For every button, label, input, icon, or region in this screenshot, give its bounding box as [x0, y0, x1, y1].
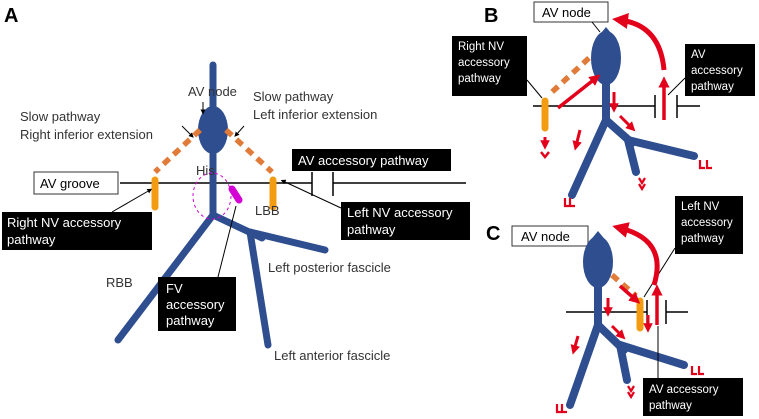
av-accessory-label: AV accessory pathway [298, 153, 429, 168]
b-right-nv-label-3: pathway [458, 73, 501, 85]
b-chevron [540, 151, 550, 160]
right-nv-label-1: Right NV accessory [7, 215, 122, 230]
c-av-accessory-box [643, 378, 743, 416]
fv-box [158, 277, 236, 331]
b-av-node-label: AV node [542, 5, 591, 20]
slow-pathway-right-label-2: Right inferior extension [20, 127, 153, 142]
c-chevron [690, 366, 704, 376]
slow-pathway-right [153, 127, 202, 175]
b-av-accessory-label-3: pathway [691, 81, 734, 93]
slow-right-leader [181, 125, 194, 138]
panel-letter-a: A [4, 5, 18, 27]
c-av-accessory-label-2: pathway [649, 400, 692, 412]
conduction-system-c [566, 231, 688, 409]
panel-letter-b: B [484, 5, 498, 27]
c-activation-arrows [555, 222, 704, 414]
b-rbb [568, 116, 610, 199]
b-av-node-tip [597, 27, 615, 38]
left-nv-box [341, 202, 470, 240]
b-av-accessory-label-1: AV [691, 49, 706, 61]
his-region-circle [192, 172, 232, 220]
left-nv-leader [280, 179, 342, 209]
av-groove-label: AV groove [40, 176, 100, 191]
c-rbb [566, 321, 602, 409]
b-right-nv-label-2: accessory [458, 57, 510, 69]
slow-pathway-right-label-1: Slow pathway [20, 109, 101, 124]
c-curved-arrow [612, 222, 660, 286]
b-left-anterior [624, 136, 640, 176]
slow-pathway-left [224, 127, 274, 175]
b-chevron [563, 198, 575, 208]
c-av-node-shape [583, 236, 613, 288]
av-accessory-box [292, 149, 451, 171]
c-av-node-box [511, 225, 589, 247]
b-av-node-box [533, 1, 609, 23]
c-left-nv-label-2: accessory [681, 217, 733, 229]
av-node-shape [198, 106, 228, 154]
c-av-node-label: AV node [521, 229, 570, 244]
his-label: His [196, 163, 215, 178]
fv-label-1: FV [166, 281, 183, 296]
c-arrow-slow [618, 284, 641, 304]
slow-pathway-left-label-1: Slow pathway [253, 89, 334, 104]
b-av-node-leader [591, 21, 601, 33]
b-right-nv-label-1: Right NV [458, 41, 504, 53]
c-left-nv-box [675, 196, 743, 254]
lbb-label: LBB [255, 203, 280, 218]
b-arrow-rbb [572, 129, 582, 151]
b-arrow-lbb [618, 114, 636, 132]
panel-c: C AV node Left NV accessory pathway AV a… [486, 196, 743, 416]
panel-a: A AV node Slow pathway Right inferior [2, 5, 470, 363]
fv-leader [217, 205, 237, 278]
c-slow-pathway [610, 272, 638, 299]
b-chevron [638, 177, 646, 192]
fv-label-3: pathway [166, 313, 215, 328]
b-activation-arrows [540, 13, 712, 208]
c-arrow-rbb [570, 335, 580, 355]
left-nv-label-1: Left NV accessory [347, 205, 453, 220]
left-nv-label-2: pathway [347, 222, 396, 237]
slow-pathway-left-label-2: Left inferior extension [253, 107, 377, 122]
b-av-accessory-leader [667, 77, 686, 96]
panel-b: B AV node Right NV accessory pathway AV … [452, 1, 755, 208]
c-left-nv-label-1: Left NV [681, 201, 720, 213]
c-left-nv-label-3: pathway [681, 233, 724, 245]
c-arrow-lbb [610, 324, 626, 340]
b-av-node-shape [591, 31, 621, 85]
c-chevron [555, 404, 567, 414]
b-curved-arrow [612, 13, 667, 71]
b-right-nv-box [452, 36, 527, 96]
conduction-system-b [568, 27, 698, 199]
right-nv-label-2: pathway [7, 232, 56, 247]
b-chevron [698, 160, 712, 170]
b-right-nv-leader [526, 79, 543, 99]
b-av-accessory-box [685, 44, 755, 96]
b-av-accessory-label-2: accessory [691, 65, 743, 77]
av-groove-box [33, 171, 119, 195]
c-av-node-tip [589, 231, 607, 242]
left-anterior-label: Left anterior fascicle [274, 348, 390, 363]
av-node-label: AV node [188, 84, 237, 99]
c-left-nv-leader [643, 247, 676, 298]
left-posterior-fascicle-line [246, 228, 329, 254]
b-arrow-nv-up [556, 74, 601, 110]
c-chevron [627, 385, 635, 400]
slow-left-leader [234, 125, 245, 137]
c-left-posterior [616, 341, 688, 369]
right-nv-leader [111, 188, 153, 213]
c-left-anterior [616, 341, 631, 384]
fv-label-2: accessory [166, 297, 225, 312]
rbb-label: RBB [106, 275, 133, 290]
fv-pathway-bar [228, 185, 243, 204]
right-nv-box [2, 212, 152, 250]
c-av-accessory-label-1: AV accessory [649, 384, 719, 396]
panel-letter-c: C [486, 223, 500, 245]
b-left-posterior [624, 136, 698, 160]
left-posterior-label: Left posterior fascicle [268, 260, 391, 275]
left-anterior-fascicle-line [246, 228, 272, 349]
